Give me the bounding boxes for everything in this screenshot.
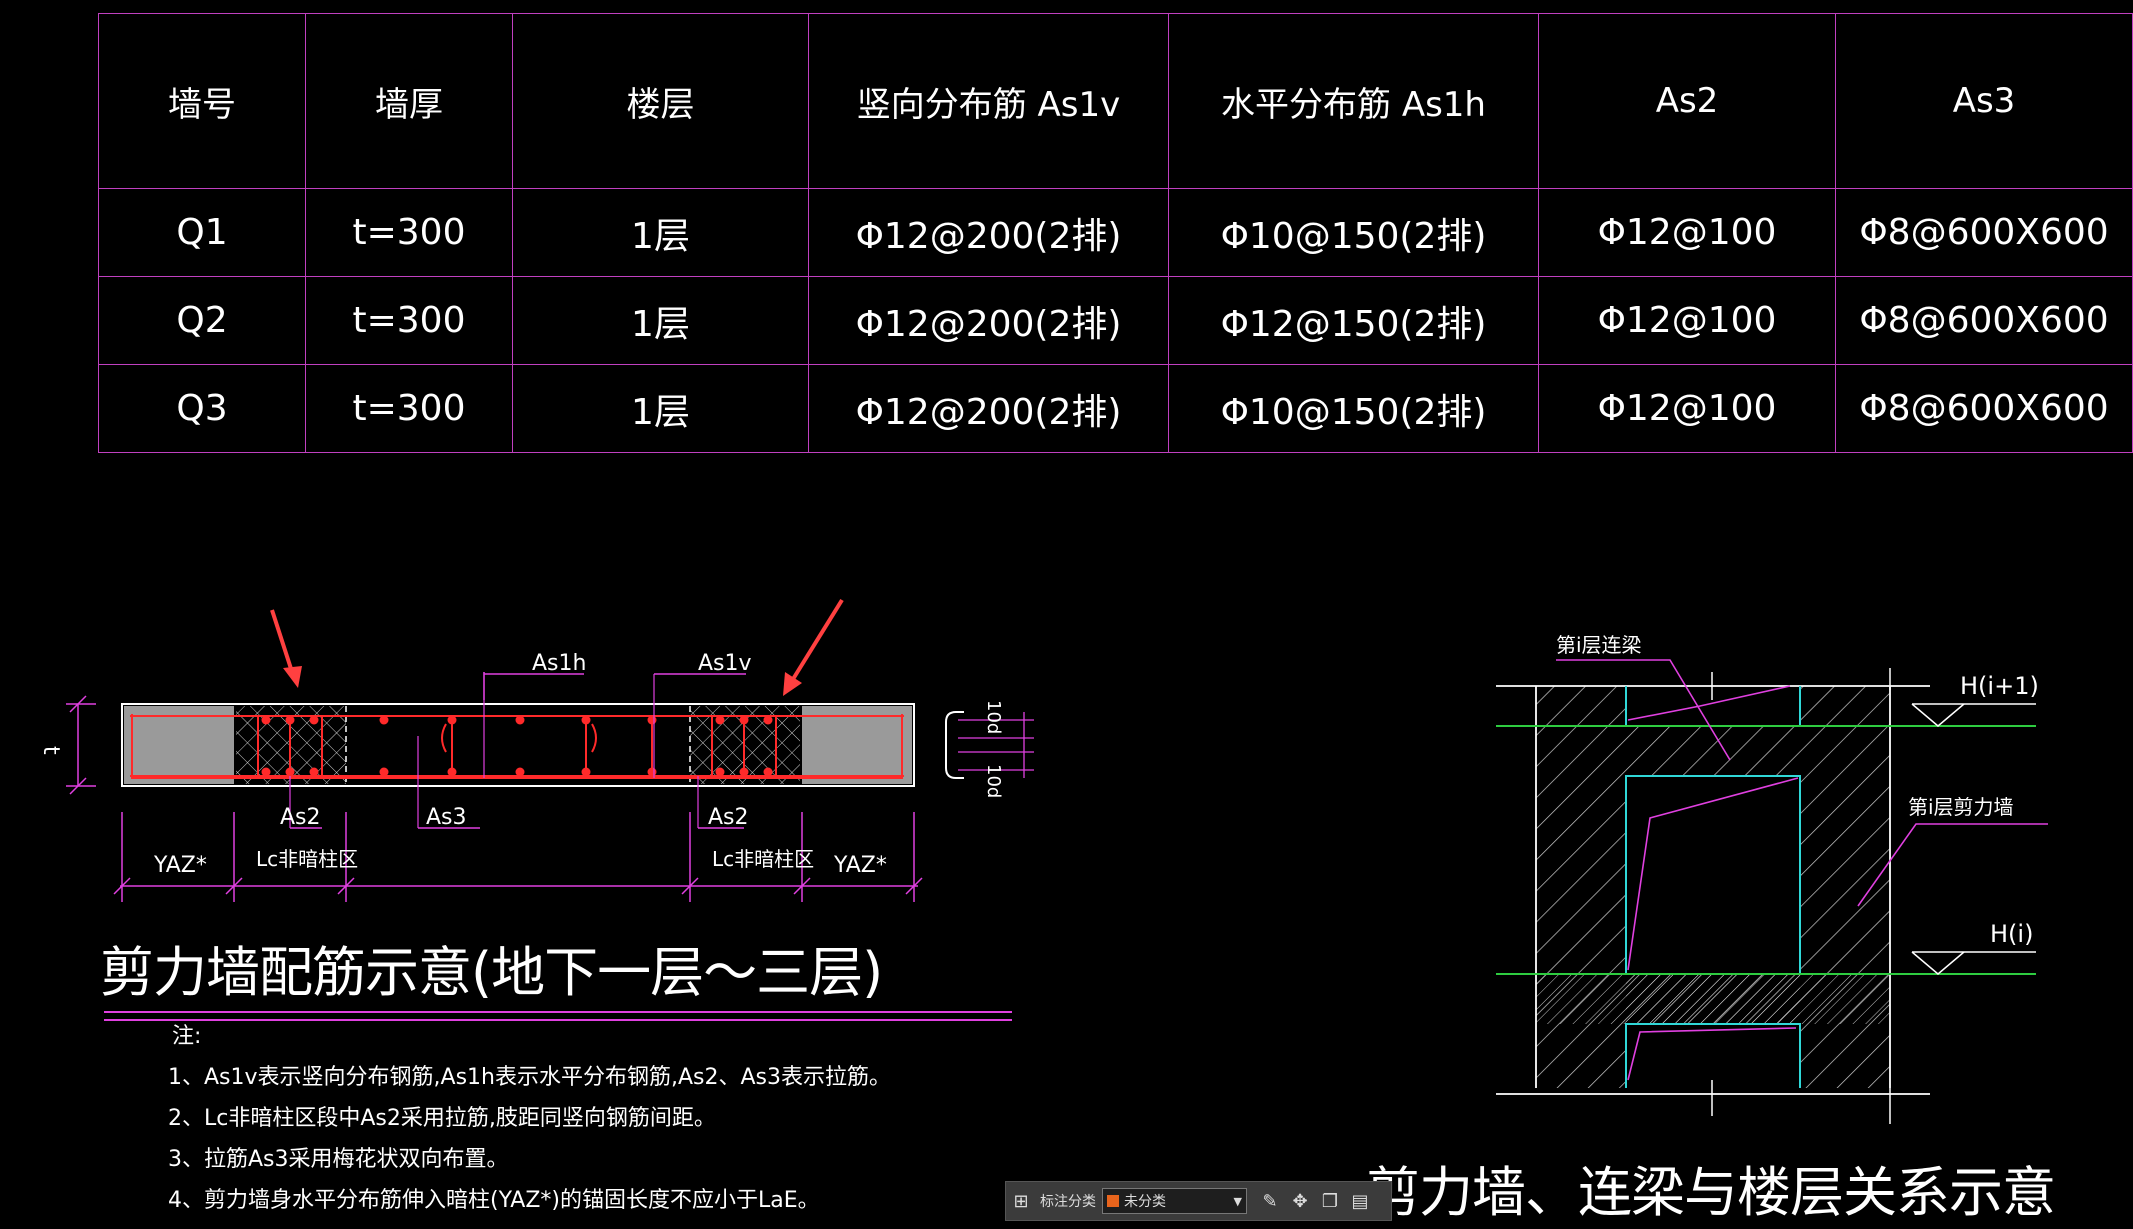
cell-floor: 1层 — [512, 276, 809, 365]
cell-as2: Φ12@100 — [1538, 276, 1836, 365]
header-wall-thickness: 墙厚 — [305, 13, 513, 189]
notes-block: 注: 1、As1v表示竖向分布钢筋,As1h表示水平分布钢筋,As2、As3表示… — [168, 1016, 891, 1221]
cell-thickness: t=300 — [305, 188, 513, 277]
header-as3: As3 — [1835, 13, 2133, 189]
lc-right-label: Lc非暗柱区 — [712, 847, 814, 871]
h-top-label: H(i+1) — [1960, 672, 2039, 700]
wall-label: 第i层剪力墙 — [1908, 795, 2014, 819]
cell-as2: Φ12@100 — [1538, 188, 1836, 277]
grid-apps-icon[interactable]: ⊞ — [1013, 1190, 1029, 1212]
lc-left-label: Lc非暗柱区 — [256, 847, 358, 871]
cell-wall-no: Q1 — [98, 188, 306, 277]
move-icon[interactable]: ✥ — [1292, 1190, 1308, 1212]
cell-as3: Φ8@600X600 — [1835, 364, 2133, 453]
note-item: 2、Lc非暗柱区段中As2采用拉筋,肢距同竖向钢筋间距。 — [168, 1106, 716, 1131]
cell-as1v: Φ12@200(2排) — [808, 276, 1169, 365]
table-row: Q1 t=300 1层 Φ12@200(2排) Φ10@150(2排) Φ12@… — [98, 188, 2133, 277]
cell-as3: Φ8@600X600 — [1835, 188, 2133, 277]
section-diagram-title: 剪力墙、连梁与楼层关系示意 — [1366, 1161, 2056, 1224]
header-as2: As2 — [1538, 13, 1836, 189]
as1v-label: As1v — [698, 651, 752, 676]
cell-as1v: Φ12@200(2排) — [808, 364, 1169, 453]
table-row: Q2 t=300 1层 Φ12@200(2排) Φ12@150(2排) Φ12@… — [98, 276, 2133, 365]
thickness-label: t — [38, 746, 63, 755]
table-row: Q3 t=300 1层 Φ12@200(2排) Φ10@150(2排) Φ12@… — [98, 364, 2133, 453]
note-item: 4、剪力墙身水平分布筋伸入暗柱(YAZ*)的锚固长度不应小于LaE。 — [168, 1188, 820, 1213]
cell-thickness: t=300 — [305, 364, 513, 453]
cell-wall-no: Q3 — [98, 364, 306, 453]
paste-icon[interactable]: ▤ — [1351, 1190, 1369, 1212]
edit-icon[interactable]: ✎ — [1262, 1190, 1278, 1212]
copy-icon[interactable]: ❐ — [1321, 1190, 1339, 1212]
note-item: 3、拉筋As3采用梅花状双向布置。 — [168, 1147, 509, 1172]
cell-floor: 1层 — [512, 364, 809, 453]
table-header-row: 墙号 墙厚 楼层 竖向分布筋 As1v 水平分布筋 As1h As2 As3 — [98, 13, 2133, 189]
header-as1v: 竖向分布筋 As1v — [808, 13, 1169, 189]
yaz-right-label: YAZ* — [833, 853, 887, 878]
notes-heading: 注: — [172, 1024, 202, 1049]
chevron-down-icon: ▼ — [1233, 1194, 1242, 1208]
cell-as2: Φ12@100 — [1538, 364, 1836, 453]
cell-thickness: t=300 — [305, 276, 513, 365]
header-floor: 楼层 — [512, 13, 809, 189]
yaz-left-label: YAZ* — [153, 853, 207, 878]
wall-reinforcement-diagram — [66, 598, 1034, 1021]
cell-floor: 1层 — [512, 188, 809, 277]
cell-as1h: Φ10@150(2排) — [1168, 188, 1539, 277]
as3-label: As3 — [426, 805, 467, 830]
cell-as1h: Φ12@150(2排) — [1168, 276, 1539, 365]
annotation-toolbar: ⊞ 标注分类 未分类 ▼ ✎ ✥ ❐ ▤ — [1005, 1181, 1392, 1221]
cell-as3: Φ8@600X600 — [1835, 276, 2133, 365]
10d-bottom-label: 10d — [983, 764, 1004, 798]
h-bottom-label: H(i) — [1990, 920, 2033, 948]
wall-diagram-title: 剪力墙配筋示意(地下一层～三层) — [100, 941, 883, 1004]
annotation-category-select[interactable]: 未分类 ▼ — [1102, 1188, 1247, 1214]
note-item: 1、As1v表示竖向分布钢筋,As1h表示水平分布钢筋,As2、As3表示拉筋。 — [168, 1065, 891, 1090]
beam-label: 第i层连梁 — [1556, 633, 1642, 657]
annotation-category-label: 标注分类 — [1040, 1194, 1096, 1210]
as1h-label: As1h — [532, 651, 586, 676]
as2-right-label: As2 — [708, 805, 749, 830]
as2-left-label: As2 — [280, 805, 321, 830]
category-select-value: 未分类 — [1124, 1194, 1166, 1210]
rebar-schedule-table: 墙号 墙厚 楼层 竖向分布筋 As1v 水平分布筋 As1h As2 As3 Q… — [98, 13, 2133, 453]
cell-as1h: Φ10@150(2排) — [1168, 364, 1539, 453]
cell-as1v: Φ12@200(2排) — [808, 188, 1169, 277]
cell-wall-no: Q2 — [98, 276, 306, 365]
section-diagram — [1496, 659, 2048, 1124]
category-color-swatch — [1107, 1195, 1119, 1207]
10d-top-label: 10d — [983, 700, 1004, 734]
header-as1h: 水平分布筋 As1h — [1168, 13, 1539, 189]
header-wall-no: 墙号 — [98, 13, 306, 189]
